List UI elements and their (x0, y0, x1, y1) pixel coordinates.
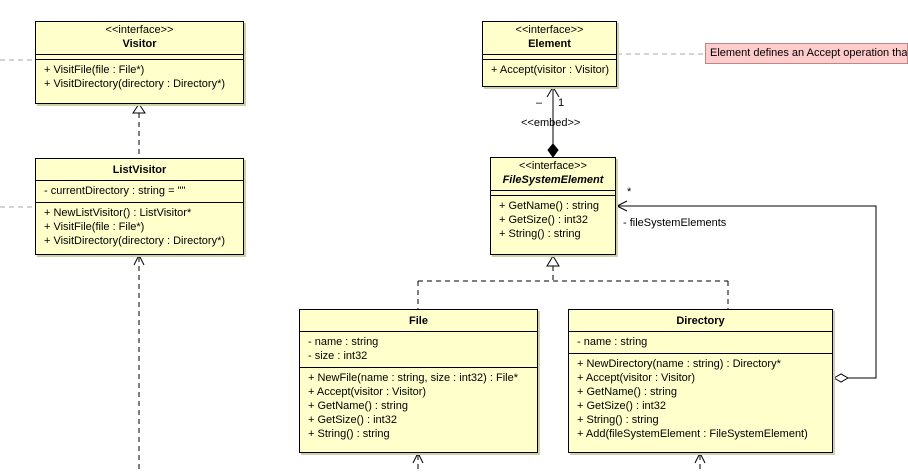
operation: + GetSize() : int32 (577, 400, 666, 412)
note-text: Element defines an Accept operation tha (710, 47, 908, 59)
operation: + GetName() : string (308, 400, 408, 412)
attribute-section: - currentDirectory : string = "" (36, 181, 243, 202)
operation-section: + Accept(visitor : Visitor) (483, 59, 616, 81)
operation: + GetName() : string (499, 200, 599, 212)
element-note[interactable]: Element defines an Accept operation tha (705, 43, 908, 64)
operation: + GetSize() : int32 (308, 414, 397, 426)
attribute: - currentDirectory : string = "" (44, 185, 186, 197)
attribute: - name : string (308, 336, 379, 348)
class-header: ListVisitor (36, 159, 243, 181)
attribute-section: - name : string (569, 332, 832, 353)
operation: + NewFile(name : string, size : int32) :… (308, 372, 518, 384)
operation: + String() : string (308, 428, 390, 440)
class-name: File (409, 315, 428, 327)
class-header: File (300, 310, 537, 332)
operation-section: + VisitFile(file : File*) + VisitDirecto… (36, 59, 243, 95)
attribute: - size : int32 (308, 350, 368, 362)
stereotype-label: <<interface>> (519, 160, 587, 172)
operation: + GetSize() : int32 (499, 214, 588, 226)
role-filesystemelements-label: - fileSystemElements (623, 217, 727, 229)
class-header: Directory (569, 310, 832, 332)
multiplicity-dash-label: – (536, 97, 543, 109)
class-name: ListVisitor (112, 164, 167, 176)
multiplicity-star-label: * (627, 186, 632, 198)
class-header: <<interface>> FileSystemElement (491, 158, 615, 191)
stereotype-label: <<interface>> (105, 24, 174, 36)
operation: + VisitDirectory(directory : Directory*) (44, 78, 226, 90)
directory-class-box[interactable]: Directory - name : string + NewDirectory… (568, 309, 833, 453)
realization-arrowhead (132, 103, 146, 114)
operation: + Accept(visitor : Visitor) (491, 64, 610, 76)
operation: + NewDirectory(name : string) : Director… (577, 358, 781, 370)
class-name: Visitor (122, 38, 157, 50)
aggregation-arrowhead (615, 200, 628, 212)
operation: + String() : string (577, 414, 659, 426)
operation: + Add(fileSystemElement : FileSystemElem… (577, 428, 808, 440)
filesystemelement-interface-box[interactable]: <<interface>> FileSystemElement + GetNam… (490, 157, 616, 255)
filesystem-realization-arrowhead (546, 255, 560, 267)
operation-section: + NewDirectory(name : string) : Director… (569, 353, 832, 445)
operation-section: + NewFile(name : string, size : int32) :… (300, 367, 537, 445)
visitor-interface-box[interactable]: <<interface>> Visitor + VisitFile(file :… (35, 21, 244, 104)
element-interface-box[interactable]: <<interface>> Element + Accept(visitor :… (482, 21, 617, 87)
operation: + NewListVisitor() : ListVisitor* (44, 207, 192, 219)
embed-stereotype-label: <<embed>> (521, 117, 581, 129)
embed-arrowhead (546, 86, 560, 98)
operation-section: + GetName() : string + GetSize() : int32… (491, 195, 615, 245)
class-name: FileSystemElement (502, 174, 604, 186)
operation: + GetName() : string (577, 386, 677, 398)
file-class-box[interactable]: File - name : string - size : int32 + Ne… (299, 309, 538, 453)
multiplicity-one-label: 1 (558, 97, 565, 109)
operation: + String() : string (499, 228, 581, 240)
directory-dependency-arrowhead (694, 451, 706, 464)
filesystemelements-aggregation-edge (617, 205, 877, 379)
operation: + Accept(visitor : Visitor) (308, 386, 427, 398)
operation-section: + NewListVisitor() : ListVisitor* + Visi… (36, 202, 243, 252)
file-dependency-arrowhead (412, 451, 424, 464)
class-name: Element (528, 38, 571, 50)
dependency-arrowhead (133, 253, 145, 266)
attribute: - name : string (577, 336, 648, 348)
class-name: Directory (676, 315, 725, 327)
stereotype-label: <<interface>> (515, 24, 584, 36)
composition-diamond (547, 143, 559, 158)
operation: + Accept(visitor : Visitor) (577, 372, 696, 384)
aggregation-diamond (832, 373, 850, 383)
operation: + VisitFile(file : File*) (44, 221, 145, 233)
class-header: <<interface>> Element (483, 22, 616, 55)
listvisitor-class-box[interactable]: ListVisitor - currentDirectory : string … (35, 158, 244, 255)
class-header: <<interface>> Visitor (36, 22, 243, 55)
attribute-section: - name : string - size : int32 (300, 332, 537, 367)
operation: + VisitFile(file : File*) (44, 64, 145, 76)
operation: + VisitDirectory(directory : Directory*) (44, 235, 226, 247)
